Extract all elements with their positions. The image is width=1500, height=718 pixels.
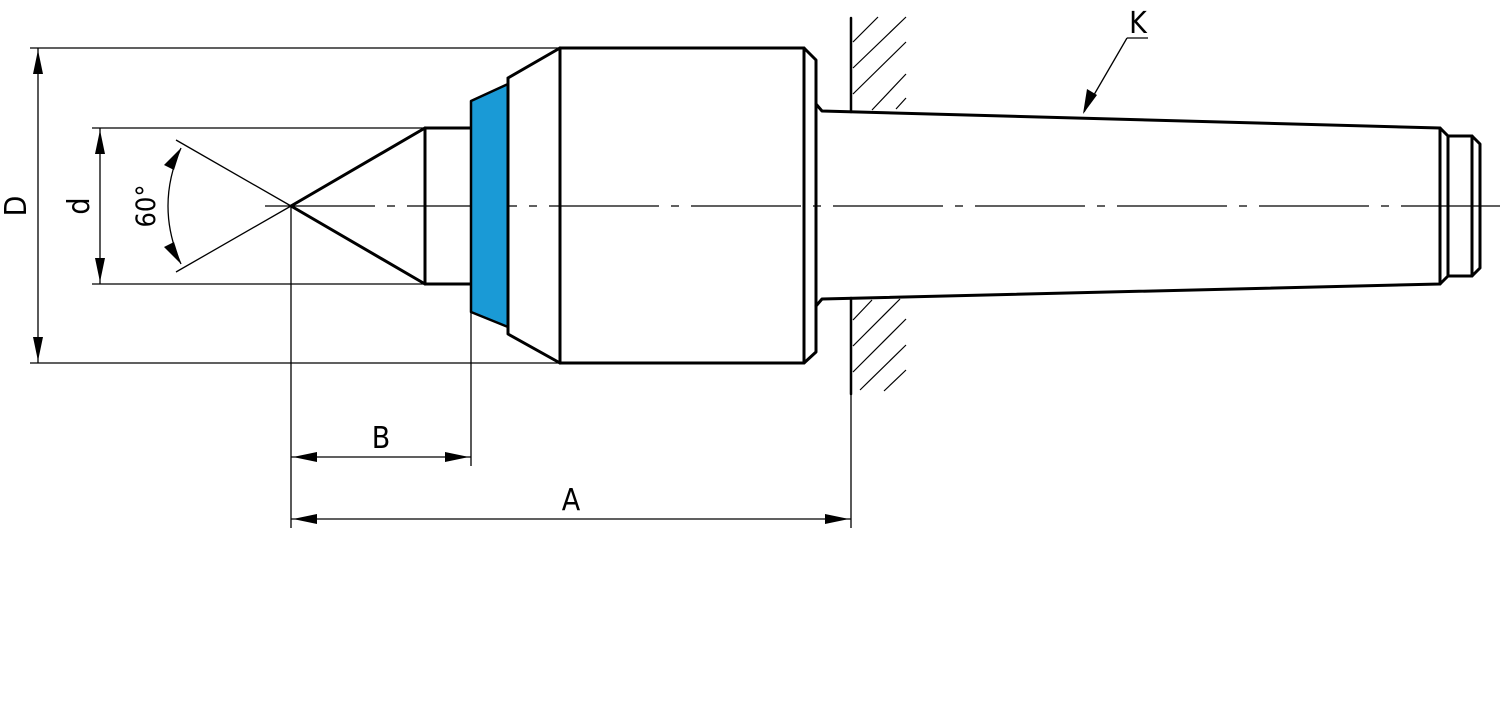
wall-hatching — [852, 16, 907, 392]
tip-neck — [423, 126, 473, 286]
machine-wall — [849, 16, 907, 396]
label-angle-60: 60° — [131, 184, 162, 227]
label-D: D — [0, 196, 34, 217]
bearing-seal-ring — [469, 82, 510, 329]
label-d: d — [62, 197, 97, 214]
morse-taper-shank — [814, 102, 1450, 308]
label-A: A — [562, 483, 581, 518]
label-B: B — [372, 421, 391, 456]
extension-lines — [30, 47, 852, 528]
live-center-body — [289, 46, 1482, 365]
shank-tang — [1446, 134, 1482, 278]
body-chamfer — [506, 46, 562, 365]
cone-angle-lines — [175, 139, 292, 273]
dimension-lines — [33, 37, 1148, 524]
conical-tip — [289, 126, 427, 286]
label-K: K — [1129, 6, 1148, 41]
